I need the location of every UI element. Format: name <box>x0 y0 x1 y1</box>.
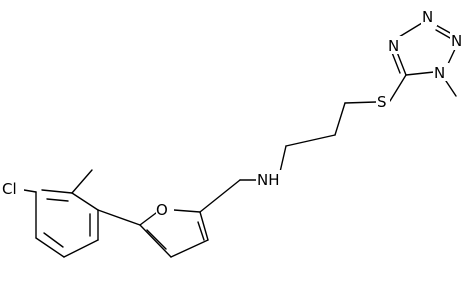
furan-oxygen-label: O <box>156 201 168 219</box>
double-bond-inner <box>197 221 205 241</box>
tetrazole-n4-label: N <box>388 37 399 55</box>
bond-chain <box>279 145 287 173</box>
atom-labels: Cl O NH S N N N N <box>0 8 466 220</box>
bond <box>35 237 65 258</box>
bond-chain <box>334 102 346 136</box>
bond-chain <box>285 134 336 147</box>
sulfur-label: S <box>377 93 387 111</box>
double-bond-inner <box>46 198 69 202</box>
double-bond-inner <box>146 229 167 250</box>
tetrazole-ring <box>390 22 457 76</box>
bond <box>170 239 209 258</box>
bond <box>405 71 435 76</box>
bond-aryl-furan <box>97 209 141 226</box>
bond-chain <box>344 101 377 104</box>
double-bond-inner <box>435 29 451 39</box>
bond-ch2 <box>199 179 241 213</box>
double-bond-inner <box>43 232 64 248</box>
chlorine-label: Cl <box>2 180 17 198</box>
bond <box>199 211 209 241</box>
benzene-ring <box>35 189 99 258</box>
bond <box>71 192 99 211</box>
bond <box>173 209 201 213</box>
bond-methyl <box>71 169 93 194</box>
bond <box>396 51 407 76</box>
tetrazole-n3-label: N <box>422 8 433 26</box>
bond-c-cl <box>23 189 37 193</box>
bond <box>398 22 423 38</box>
bond <box>63 239 99 258</box>
tetrazole-n2-label: N <box>451 32 462 50</box>
bond <box>41 189 73 194</box>
bond <box>139 224 172 258</box>
furan-ring <box>139 209 209 258</box>
tetrazole-n1-label: N <box>434 64 445 82</box>
bond-s-c <box>389 74 407 102</box>
amine-nh-label: NH <box>257 171 280 189</box>
